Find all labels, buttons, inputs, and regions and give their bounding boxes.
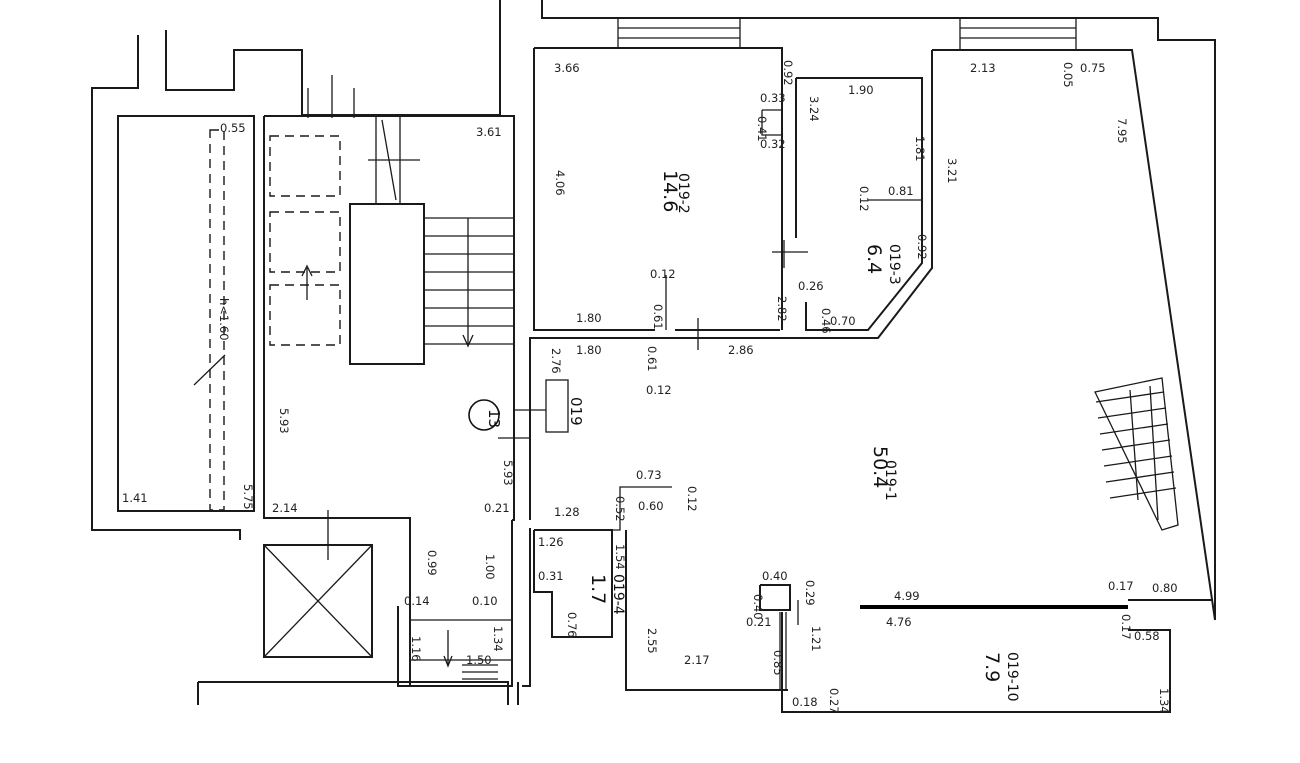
dim-label: 2.17 — [684, 653, 710, 667]
dim-label: 0.75 — [1080, 61, 1106, 75]
dim-label: 0.58 — [1134, 629, 1160, 643]
dim-label: 0.21 — [484, 501, 510, 515]
dim-label: 0.80 — [1152, 581, 1178, 595]
dim-label: 0.27 — [827, 688, 841, 714]
dim-label: 0.10 — [472, 594, 498, 608]
dim-label: 1.16 — [409, 636, 423, 662]
dim-label: 0.40 — [751, 594, 765, 620]
dim-label: 4.76 — [886, 615, 912, 629]
stairs — [209, 116, 1179, 680]
dim-label: 7.95 — [1115, 118, 1129, 144]
dim-label: 2.82 — [775, 296, 789, 322]
stair-note: h<1.60 — [217, 298, 231, 341]
dim-label: 0.12 — [650, 267, 676, 281]
dim-label: 0.46 — [819, 308, 833, 334]
room-area-019-3: 6.4 — [863, 244, 885, 274]
dim-label: 0.76 — [565, 612, 579, 638]
dim-label: 5.75 — [241, 484, 255, 510]
dim-label: 0.41 — [755, 116, 769, 142]
dim-label: 0.61 — [645, 346, 659, 372]
dim-label: 2.13 — [970, 61, 996, 75]
dim-label: 2.86 — [728, 343, 754, 357]
dim-label: 4.06 — [553, 170, 567, 196]
walls — [91, 0, 1216, 713]
dim-label: 0.40 — [762, 569, 788, 583]
dim-label: 0.61 — [651, 304, 665, 330]
dim-label: 2.76 — [549, 348, 563, 374]
dim-label: 3.66 — [554, 61, 580, 75]
dim-label: 0.31 — [538, 569, 564, 583]
dim-label: 0.85 — [771, 650, 785, 676]
dim-label: 1.81 — [913, 136, 927, 162]
dim-label: 3.61 — [476, 125, 502, 139]
dim-label: 0.17 — [1108, 579, 1134, 593]
dim-label: 0.92 — [915, 234, 929, 260]
dim-label: 0.21 — [746, 615, 772, 629]
dim-label: 0.52 — [613, 496, 627, 522]
dim-label: 0.92 — [781, 60, 795, 86]
dim-label: 1.00 — [483, 554, 497, 580]
dim-label: 2.14 — [272, 501, 298, 515]
dim-label: 1.34 — [1157, 688, 1171, 714]
dim-label: 0.17 — [1119, 614, 1133, 640]
dim-label: 0.05 — [1061, 62, 1075, 88]
labels: 13 019 h<1.60 019-1 50.4 019-2 14.6 019-… — [217, 170, 1020, 702]
stair-treads — [424, 217, 514, 345]
dim-label: 1.26 — [538, 535, 564, 549]
apartment-label: 019 — [567, 397, 585, 426]
dim-label: 5.93 — [277, 408, 291, 434]
dim-label: 1.41 — [122, 491, 148, 505]
dim-label: 1.80 — [576, 343, 602, 357]
dim-label: 3.24 — [807, 96, 821, 122]
dim-label: 1.50 — [466, 653, 492, 667]
dim-label: 0.14 — [404, 594, 430, 608]
dim-label: 1.80 — [576, 311, 602, 325]
dim-label: 2.55 — [645, 628, 659, 654]
dim-label: 1.54 — [613, 544, 627, 570]
building-marker — [468, 399, 500, 431]
dim-label: 0.81 — [888, 184, 914, 198]
building-number: 13 — [485, 409, 503, 428]
dim-label: 0.55 — [220, 121, 246, 135]
dim-label: 0.12 — [685, 486, 699, 512]
dim-label: 0.70 — [830, 314, 856, 328]
dim-label: 4.99 — [894, 589, 920, 603]
dim-label: 0.18 — [792, 695, 818, 709]
dim-label: 1.21 — [809, 626, 823, 652]
dim-label: 0.29 — [803, 580, 817, 606]
room-area-019-2: 14.6 — [659, 170, 681, 212]
room-id-019-3: 019-3 — [886, 244, 902, 285]
room-area-019-1: 50.4 — [869, 446, 891, 488]
dim-label: 0.12 — [646, 383, 672, 397]
room-area-019-10: 7.9 — [981, 652, 1003, 682]
room-id-019-1: 019-1 — [882, 460, 898, 501]
dim-label: 0.26 — [798, 279, 824, 293]
room-id-019-2: 019-2 — [675, 173, 691, 214]
dim-label: 1.28 — [554, 505, 580, 519]
room-area-019-4: 1.7 — [587, 574, 609, 604]
room-id-019-4: 019-4 — [610, 574, 626, 615]
room-id-019-10: 019-10 — [1004, 652, 1020, 702]
dim-label: 0.99 — [425, 550, 439, 576]
dim-label: 5.93 — [501, 460, 515, 486]
dim-label: 0.73 — [636, 468, 662, 482]
dim-label: 3.21 — [945, 158, 959, 184]
dimensions: 3.66 0.92 0.33 0.41 0.32 3.24 1.90 1.81 … — [122, 60, 1178, 714]
right-stair-treads — [1095, 391, 1177, 499]
dim-label: 1.34 — [491, 626, 505, 652]
dim-label: 0.32 — [760, 137, 786, 151]
dim-label: 0.12 — [857, 186, 871, 212]
dim-label: 0.60 — [638, 499, 664, 513]
dim-label: 1.90 — [848, 83, 874, 97]
dim-label: 0.33 — [760, 91, 786, 105]
